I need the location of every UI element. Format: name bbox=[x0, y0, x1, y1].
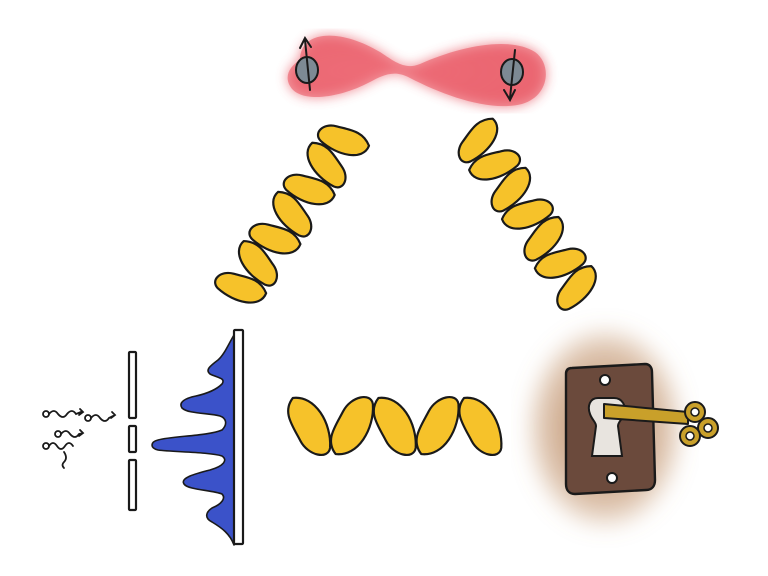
spin-down-arrow-icon bbox=[503, 49, 516, 103]
braid-strand-segment bbox=[282, 173, 336, 206]
braid-horizontal-icon bbox=[287, 396, 503, 456]
lock-screw-bottom bbox=[606, 472, 618, 484]
lock-screw-top bbox=[599, 374, 611, 386]
braid-strand-segment bbox=[287, 396, 332, 456]
interference-pattern bbox=[151, 334, 235, 546]
braid-strand-segment bbox=[490, 166, 532, 213]
braid-strand-segment bbox=[306, 141, 347, 189]
braid-strand-segment bbox=[272, 190, 313, 238]
braid-right-icon bbox=[457, 117, 597, 311]
braid-strand-segment bbox=[500, 198, 554, 230]
braid-strand-segment bbox=[468, 149, 522, 181]
braid-strand-segment bbox=[556, 265, 597, 311]
braid-strand-segment bbox=[316, 124, 371, 157]
braid-strand-segment bbox=[415, 396, 460, 456]
entangled-spin-pair-icon bbox=[287, 35, 546, 107]
key-icon bbox=[603, 401, 719, 447]
braid-strand-segment bbox=[523, 215, 564, 262]
braid-strand-segment bbox=[533, 247, 587, 279]
double-slit-experiment-icon bbox=[42, 328, 245, 546]
braid-strand-segment bbox=[329, 396, 374, 456]
braid-left-icon bbox=[214, 124, 371, 304]
braid-strand-segment bbox=[214, 271, 268, 304]
keyhole-with-key-icon bbox=[527, 328, 719, 528]
incoming-particles-icon bbox=[42, 408, 117, 469]
braid-strand-segment bbox=[457, 117, 499, 164]
braid-strand-segment bbox=[237, 239, 278, 287]
braid-strand-segment bbox=[248, 222, 302, 255]
braid-strand-segment bbox=[372, 396, 417, 456]
spin-up-arrow-icon bbox=[299, 36, 312, 91]
slit-barrier bbox=[127, 350, 138, 512]
braid-strand-segment bbox=[458, 396, 503, 456]
detector-screen bbox=[232, 328, 245, 546]
